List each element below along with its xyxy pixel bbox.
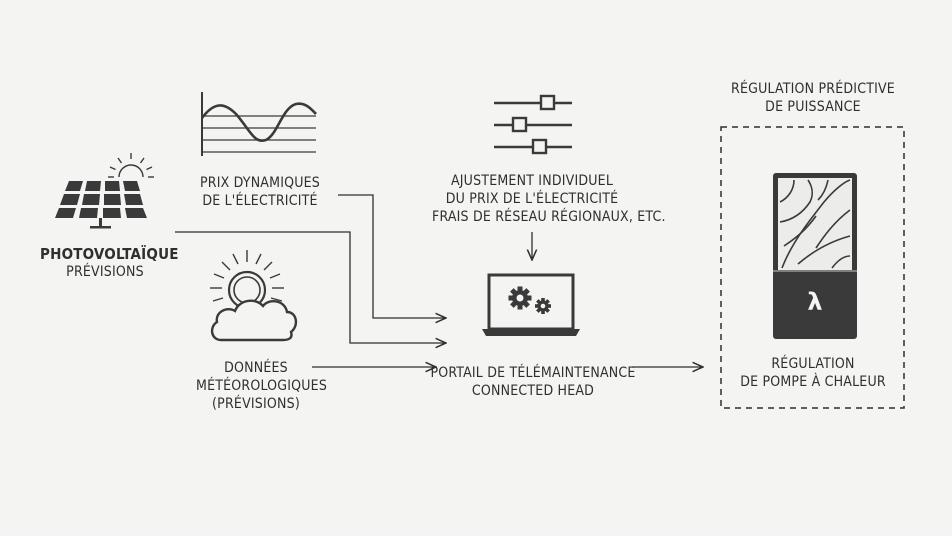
portal-label: PORTAIL DE TÉLÉMAINTENANCE CONNECTED HEA… <box>430 364 636 400</box>
regulation-line2: DE PUISSANCE <box>765 99 861 115</box>
arrow-solar-to-portal <box>175 231 446 343</box>
prices-line1: PRIX DYNAMIQUES <box>199 175 320 191</box>
heatpump-label: RÉGULATION DE POMPE À CHALEUR <box>722 355 904 391</box>
weather-line2: MÉTÉOROLOGIQUES <box>196 378 328 394</box>
heatpump-line1: RÉGULATION <box>771 356 855 372</box>
adjustment-line1: AJUSTEMENT INDIVIDUEL <box>450 173 614 189</box>
laptop-gears-icon <box>482 273 580 336</box>
prices-label: PRIX DYNAMIQUES DE L'ÉLECTRICITÉ <box>190 174 330 210</box>
adjustment-line3: FRAIS DE RÉSEAU RÉGIONAUX, ETC. <box>432 209 666 225</box>
heatpump-line2: DE POMPE À CHALEUR <box>740 374 886 390</box>
regulation-dashed-box <box>720 126 905 409</box>
regulation-line1: RÉGULATION PRÉDICTIVE <box>731 81 895 97</box>
adjustment-line2: DU PRIX DE L'ÉLECTRICITÉ <box>445 191 619 207</box>
adjustment-label: AJUSTEMENT INDIVIDUEL DU PRIX DE L'ÉLECT… <box>432 172 666 226</box>
solar-title: PHOTOVOLTAÏQUE <box>40 245 179 263</box>
solar-label: PHOTOVOLTAÏQUE PRÉVISIONS <box>40 245 179 281</box>
arrow-prices-to-portal <box>338 194 446 318</box>
price-chart-icon <box>200 92 317 156</box>
portal-line2: CONNECTED HEAD <box>471 383 595 399</box>
lambda-symbol: λ <box>807 288 822 316</box>
sliders-icon <box>494 94 572 155</box>
portal-line1: PORTAIL DE TÉLÉMAINTENANCE <box>430 365 636 381</box>
weather-label: DONNÉES MÉTÉOROLOGIQUES (PRÉVISIONS) <box>196 359 328 413</box>
heat-pump-device-icon: λ <box>773 173 857 339</box>
solar-subtitle: PRÉVISIONS <box>66 264 144 280</box>
prices-line2: DE L'ÉLECTRICITÉ <box>202 193 318 209</box>
solar-panel-icon <box>55 153 154 229</box>
weather-icon <box>210 250 298 342</box>
weather-line3: (PRÉVISIONS) <box>212 396 300 412</box>
regulation-title: RÉGULATION PRÉDICTIVE DE PUISSANCE <box>722 80 904 116</box>
weather-line1: DONNÉES <box>224 360 288 376</box>
